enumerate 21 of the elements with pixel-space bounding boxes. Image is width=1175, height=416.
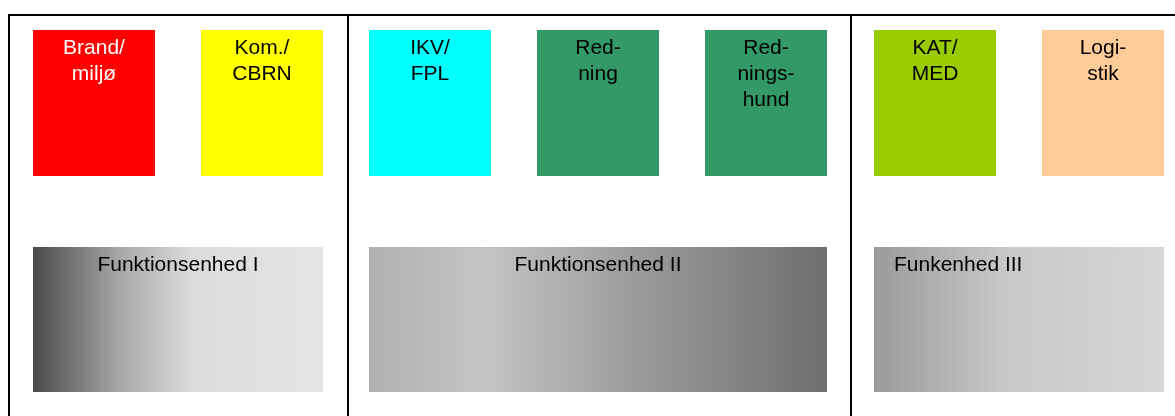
unit-label: Logi- stik xyxy=(1078,34,1128,86)
unit-box xyxy=(33,30,155,176)
unit-title: Funktionsenhed II xyxy=(513,251,683,277)
unit-box xyxy=(1042,30,1164,176)
unit-box xyxy=(201,30,323,176)
unit-box xyxy=(705,30,827,176)
column-panel xyxy=(8,14,349,416)
unit-label: IKV/ FPL xyxy=(409,34,451,86)
function-unit-bar xyxy=(369,247,827,392)
unit-label: Red- ning xyxy=(574,34,622,86)
unit-box xyxy=(369,30,491,176)
unit-box xyxy=(537,30,659,176)
function-unit-bar xyxy=(33,247,323,392)
unit-title: Funkenhed III xyxy=(894,251,1024,277)
unit-box xyxy=(874,30,996,176)
unit-label: Red- nings- hund xyxy=(736,34,796,112)
unit-label: Kom./ CBRN xyxy=(231,34,293,86)
unit-label: KAT/ MED xyxy=(910,34,960,86)
unit-label: Brand/ miljø xyxy=(62,34,126,86)
unit-title: Funktionsenhed I xyxy=(96,251,260,277)
function-unit-bar xyxy=(874,247,1164,392)
